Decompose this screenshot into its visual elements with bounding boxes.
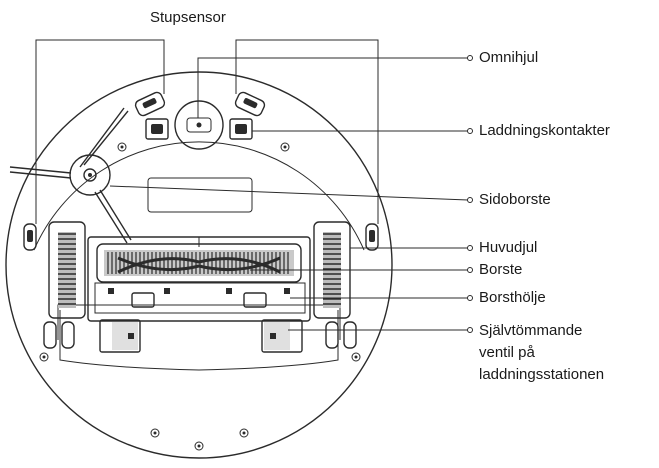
- label-self-empty-valve: Självtömmande ventil på laddningsstation…: [479, 320, 604, 386]
- label-side-brush: Sidoborste: [479, 191, 551, 208]
- leader-lines: [35, 39, 469, 331]
- label-self-empty-valve-line3: laddningsstationen: [479, 366, 605, 383]
- screws: [39, 142, 361, 451]
- label-self-empty-valve-line1: Självtömmande: [479, 322, 583, 339]
- label-charging-contacts: Laddningskontakter: [479, 122, 610, 139]
- label-plate: [147, 177, 253, 213]
- charging-contacts: [145, 118, 253, 140]
- cliff-sensor-side-right: [365, 223, 379, 251]
- self-empty-valve: [99, 319, 303, 353]
- cliff-sensor-right: [234, 91, 266, 117]
- leader-endpoints: [467, 55, 473, 333]
- brush-cover: [94, 282, 306, 314]
- label-brush: Borste: [479, 261, 523, 278]
- side-brush: [9, 107, 132, 244]
- omni-wheel: [174, 100, 224, 150]
- main-wheel-left: [48, 221, 86, 319]
- label-main-wheel: Huvudjul: [479, 239, 538, 256]
- robot-body: [5, 71, 393, 459]
- label-brush-cover: Borsthölje: [479, 289, 546, 306]
- main-brush: [87, 236, 311, 322]
- label-self-empty-valve-line2: ventil på: [479, 344, 535, 361]
- label-omni-wheel: Omnihjul: [479, 49, 539, 66]
- cliff-sensor-side-left: [23, 223, 37, 251]
- bottom-lugs: [43, 321, 357, 349]
- label-cliff-sensor: Stupsensor: [150, 9, 226, 26]
- cliff-sensor-left: [134, 91, 166, 117]
